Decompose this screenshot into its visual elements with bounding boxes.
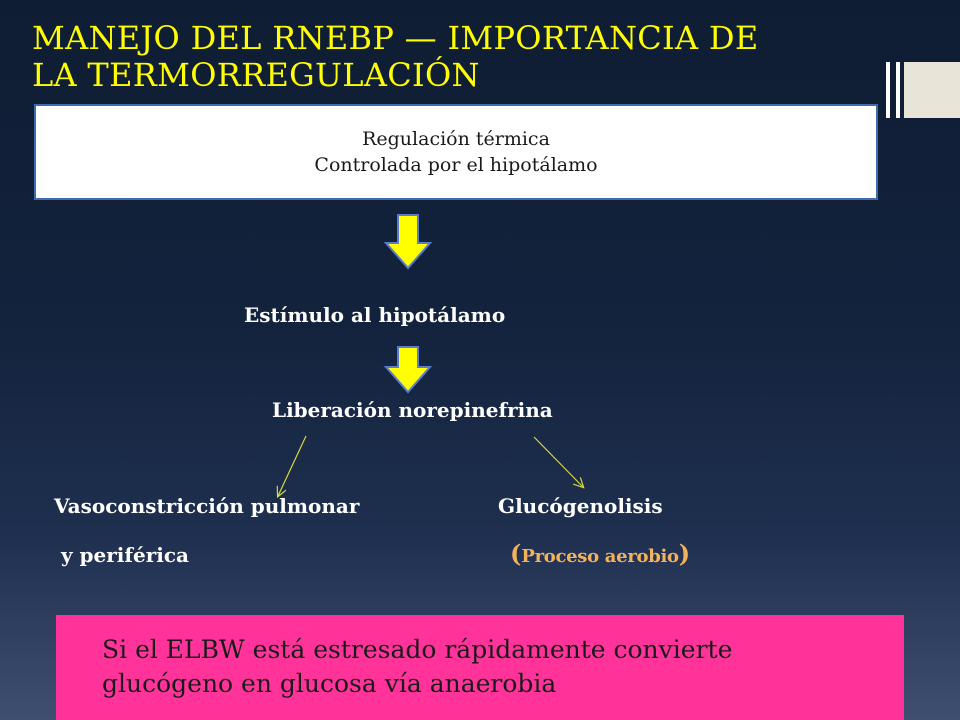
down-arrow-2 bbox=[383, 346, 433, 394]
thermal-regulation-box: Regulación térmica Controlada por el hip… bbox=[34, 104, 878, 200]
aerobic-close-paren: ) bbox=[678, 539, 691, 568]
elbw-stress-callout: Si el ELBW está estresado rápidamente co… bbox=[56, 615, 904, 720]
vasoconstriction-label-line-1: Vasoconstricción pulmonar bbox=[54, 494, 360, 518]
corner-decoration-bar-1 bbox=[886, 62, 890, 118]
down-arrow-1 bbox=[383, 214, 433, 270]
thin-arrow-left bbox=[278, 435, 307, 496]
corner-decoration-box bbox=[904, 62, 960, 118]
thin-arrow-right bbox=[533, 436, 583, 487]
release-label: Liberación norepinefrina bbox=[272, 398, 553, 422]
aerobic-process-text: Proceso aerobio bbox=[521, 546, 679, 567]
slide-title-line-2: LA TERMORREGULACIÓN bbox=[32, 56, 480, 94]
slide-title-line-1: MANEJO DEL RNEBP — IMPORTANCIA DE bbox=[32, 19, 759, 57]
aerobic-open-paren: ( bbox=[510, 539, 522, 568]
callout-line-1: Si el ELBW está estresado rápidamente co… bbox=[102, 635, 733, 664]
callout-line-2: glucógeno en glucosa vía anaerobia bbox=[102, 669, 557, 698]
glycogenolysis-label: Glucógenolisis bbox=[498, 494, 663, 518]
thermal-regulation-line-2: Controlada por el hipotálamo bbox=[314, 154, 598, 176]
vasoconstriction-label-line-2: y periférica bbox=[54, 543, 189, 567]
thermal-regulation-line-1: Regulación térmica bbox=[362, 128, 550, 150]
slide-title: MANEJO DEL RNEBP — IMPORTANCIA DE LA TER… bbox=[32, 20, 862, 94]
aerobic-process-label: (Proceso aerobio) bbox=[510, 539, 690, 568]
stimulus-label: Estímulo al hipotálamo bbox=[244, 303, 506, 327]
corner-decoration-bar-2 bbox=[896, 62, 900, 118]
